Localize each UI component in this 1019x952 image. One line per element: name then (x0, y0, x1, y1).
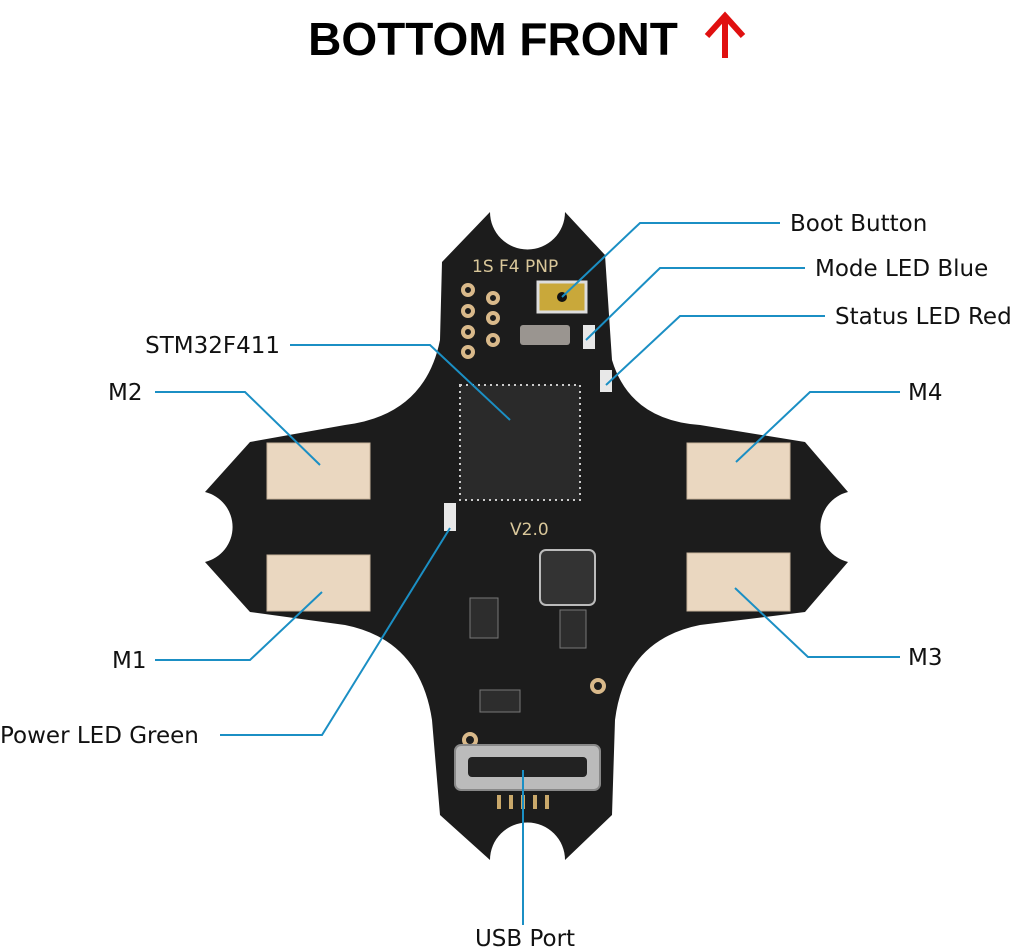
version-label: V2.0 (510, 520, 549, 540)
pcb-board (205, 212, 848, 860)
label-boot-button: Boot Button (790, 211, 927, 237)
red-up-arrow-icon (704, 11, 746, 58)
leader-lines (155, 222, 900, 925)
inductor (539, 549, 596, 606)
label-m4: M4 (908, 380, 942, 406)
label-m2: M2 (108, 380, 142, 406)
label-power-led: Power LED Green (0, 723, 199, 749)
motor-connector-m3 (686, 552, 791, 612)
mcu-chip (459, 384, 581, 501)
motor-connector-m2 (266, 442, 371, 500)
motor-connector-m4 (686, 442, 791, 500)
label-m1: M1 (112, 648, 146, 674)
label-status-led: Status LED Red (835, 304, 1012, 330)
label-usb-port: USB Port (475, 926, 575, 952)
title: BOTTOM FRONT (308, 13, 678, 65)
label-mcu: STM32F411 (145, 333, 280, 359)
solder-pads (461, 283, 606, 748)
silkscreen-label: 1S F4 PNP (472, 257, 558, 277)
power-led (444, 503, 456, 531)
motor-connector-m1 (266, 554, 371, 612)
status-led (600, 370, 612, 392)
label-m3: M3 (908, 645, 942, 671)
label-mode-led: Mode LED Blue (815, 256, 988, 282)
